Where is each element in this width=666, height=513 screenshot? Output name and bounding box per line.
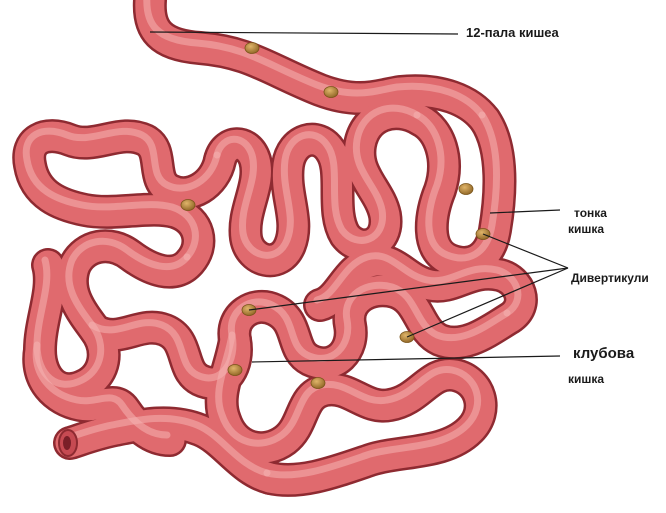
intestine-segment-highlight (22, 127, 221, 261)
diverticulum (227, 364, 243, 376)
diverticulum (458, 183, 474, 195)
diverticulum (323, 86, 339, 98)
diverticulum (310, 377, 326, 389)
label-diverticula: Дивертикули (571, 271, 649, 285)
leader-line (251, 355, 561, 363)
leader-line (406, 267, 569, 338)
intestine-segment-highlight (413, 111, 500, 262)
label-ileum-line1: клубова (573, 345, 635, 362)
intestine-segment-highlight (32, 341, 171, 439)
label-ileum-line2: кишка (568, 372, 605, 386)
intestine-segment-highlight (63, 414, 271, 477)
intestine-segment-highlight (213, 104, 421, 259)
ileum-lumen (63, 436, 71, 450)
intestine-segment-highlight (313, 252, 522, 317)
intestine-segment-highlight (215, 331, 482, 479)
intestine-segment (135, 0, 500, 135)
diverticulum (244, 42, 260, 54)
label-small-intestine-line1: тонка (574, 206, 607, 220)
label-small-intestine-line2: кишка (568, 222, 605, 236)
intestine-segment-highlight (143, 0, 486, 119)
diverticulum (180, 199, 196, 211)
leader-lines (149, 31, 569, 363)
label-duodenum: 12-пала кишеа (466, 25, 559, 40)
leader-line (482, 233, 569, 269)
leader-line (149, 31, 459, 35)
intestine-segment-highlight (88, 281, 511, 382)
leader-line (489, 209, 561, 214)
leader-line (248, 267, 569, 311)
intestine-highlight-layer (22, 0, 522, 479)
diverticula-layer (180, 42, 491, 389)
